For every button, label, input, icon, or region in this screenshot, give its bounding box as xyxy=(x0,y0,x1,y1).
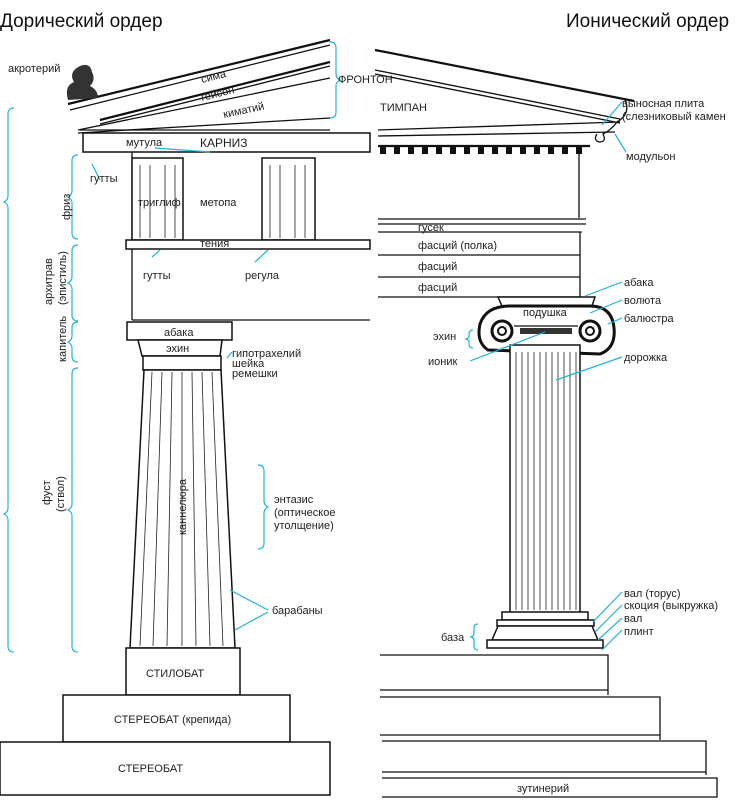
doric-stylobate xyxy=(125,647,241,696)
label-fronton: ФРОНТОН xyxy=(338,74,393,86)
dentil xyxy=(408,147,414,154)
label-tympanum: ТИМПАН xyxy=(380,102,427,114)
label-neck: шейка xyxy=(232,358,265,370)
label-cyma: гусек xyxy=(418,222,444,234)
label-corona-alt: (слезниковый камен xyxy=(622,111,726,123)
label-mutule: мутула xyxy=(126,137,163,149)
label-hypotrachelion: гипотрахелий xyxy=(232,348,301,360)
dentil xyxy=(436,147,442,154)
label-abacus: абака xyxy=(164,327,194,339)
label-regula: регула xyxy=(245,270,280,282)
label-akroterion: акротерий xyxy=(8,63,60,75)
label-drums: барабаны xyxy=(272,605,323,617)
doric-title: Дорический ордер xyxy=(0,11,163,32)
dentil xyxy=(450,147,456,154)
label-cushion: подушка xyxy=(523,307,568,319)
dentil xyxy=(534,147,540,154)
ionic-steps xyxy=(380,654,718,798)
doric-pediment xyxy=(67,38,331,134)
label-ionic-abacus: абака xyxy=(624,277,654,289)
label-frieze: фриз xyxy=(61,194,73,220)
dentil xyxy=(506,147,512,154)
dentil xyxy=(394,147,400,154)
dentil xyxy=(464,147,470,154)
label-taenia: тения xyxy=(200,238,229,250)
label-fascia-2: фасций xyxy=(418,261,457,273)
label-volute: волюта xyxy=(624,295,662,307)
doric-neck xyxy=(142,355,222,371)
label-annulets: ремешки xyxy=(232,368,278,380)
akroterion-statue-icon xyxy=(66,64,98,100)
dentil xyxy=(562,147,568,154)
label-echinus: эхин xyxy=(166,343,189,355)
label-metope: метопа xyxy=(200,197,237,209)
doric-braces xyxy=(2,41,342,653)
dentil xyxy=(422,147,428,154)
label-guttae-bottom: гутты xyxy=(143,270,171,282)
label-triglyph: триглиф xyxy=(138,197,181,209)
label-corona: выносная плита xyxy=(622,98,705,110)
label-scotia: скоция (выкружка) xyxy=(624,600,718,612)
ionic-base xyxy=(486,611,604,649)
label-kymation: киматий xyxy=(222,101,265,121)
label-plinth: плинт xyxy=(624,626,654,638)
label-stereobate: СТЕРЕОБАТ xyxy=(118,763,183,775)
label-guttae-top: гутты xyxy=(90,173,118,185)
label-architrave-alt: (эпистиль) xyxy=(57,251,69,305)
label-ionic-echinus: эхин xyxy=(433,331,456,343)
ionic-leaders xyxy=(464,101,627,651)
label-torus-2: вал xyxy=(624,613,642,625)
label-shaft-alt: (ствол) xyxy=(55,476,67,512)
label-torus: вал (торус) xyxy=(624,588,681,600)
label-entasis-2: (оптическое xyxy=(274,507,335,519)
label-capital: капитель xyxy=(57,316,69,362)
label-entasis-3: утолщение) xyxy=(274,520,334,532)
label-ionic-molding: ионик xyxy=(428,356,457,368)
ionic-dentils xyxy=(378,144,590,154)
label-stereobate-krepis: СТЕРЕОБАТ (крепида) xyxy=(114,714,231,726)
label-shaft: фуст xyxy=(41,480,53,505)
label-flute: каннелюра xyxy=(177,478,189,535)
ionic-shaft xyxy=(509,344,581,616)
label-fascia-shelf: фасций (полка) xyxy=(418,240,497,252)
label-modillion: модульон xyxy=(626,151,675,163)
label-entasis-1: энтазис xyxy=(274,494,314,506)
label-fillet: дорожка xyxy=(624,352,668,364)
doric-cornice xyxy=(82,132,371,153)
label-baluster: балюстра xyxy=(624,313,674,325)
label-base: база xyxy=(441,632,465,644)
dentil xyxy=(548,147,554,154)
ionic-pediment xyxy=(374,48,635,143)
doric-stereobate-krepis xyxy=(62,694,291,743)
doric-frieze xyxy=(125,152,371,321)
dentil xyxy=(380,147,386,154)
doric-stereobate xyxy=(0,741,331,796)
label-fascia-3: фасций xyxy=(418,282,457,294)
doric-shaft xyxy=(129,369,236,649)
ionic-capital xyxy=(477,296,616,356)
label-architrave: архитрав xyxy=(43,258,55,305)
label-stylobate: СТИЛОБАТ xyxy=(146,668,204,680)
ionic-title: Ионический ордер xyxy=(566,11,729,32)
dentil xyxy=(478,147,484,154)
dentil xyxy=(492,147,498,154)
label-cornice: КАРНИЗ xyxy=(200,136,248,150)
ionic-frieze xyxy=(378,150,586,298)
dentil xyxy=(520,147,526,154)
label-euthynteria: зутинерий xyxy=(517,783,569,795)
